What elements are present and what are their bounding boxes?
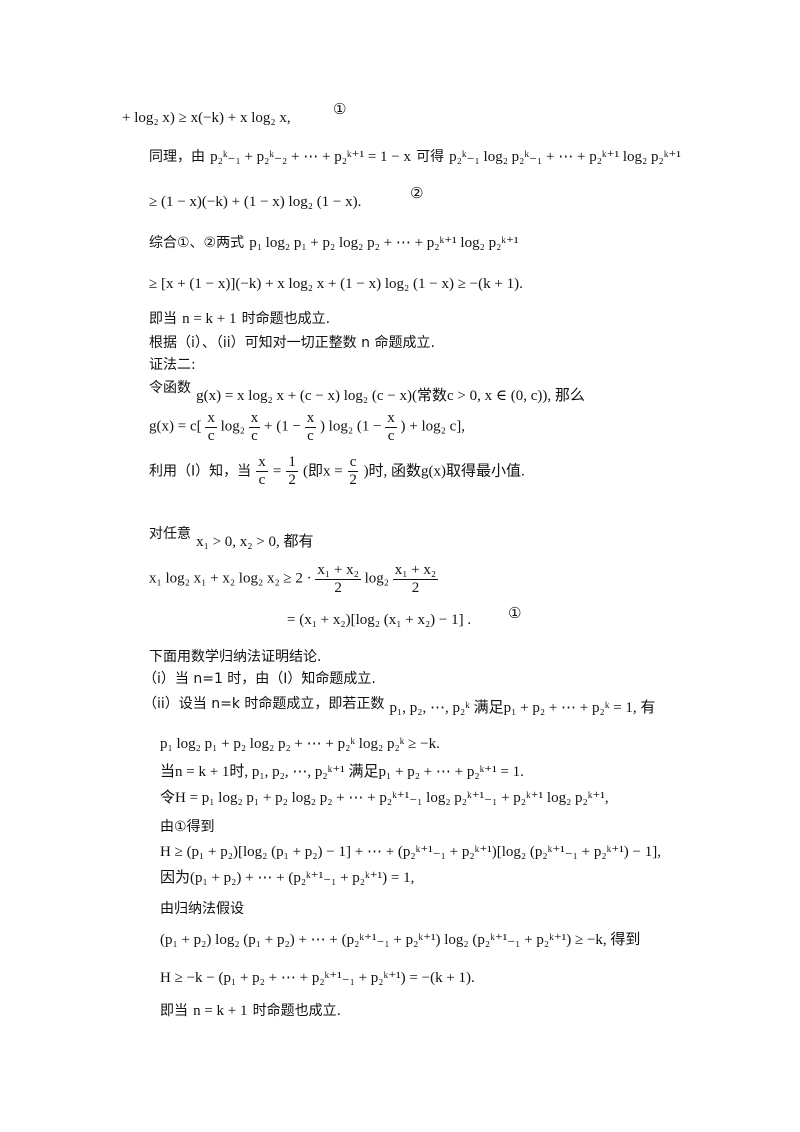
formula-g-def: g(x) = x log₂ x + (c − x) log₂ (c − x)(常… <box>196 388 585 404</box>
formula-n-eq: n = k + 1 <box>182 311 237 327</box>
formula-line-20: 令H = p₁ log₂ p₁ + p₂ log₂ p₂ + ⋯ + p₂ᵏ⁺¹… <box>160 790 609 806</box>
formula-part: x₁ log₂ x₁ + x₂ log₂ x₂ ≥ 2 · <box>149 570 312 587</box>
formula-n-eq: n = k + 1 <box>193 1003 248 1019</box>
text-chengli: 时命题也成立. <box>241 311 331 327</box>
formula-part: g(x) = c[ <box>149 418 202 435</box>
formula-line-14: = (x₁ + x₂)[log₂ (x₁ + x₂) − 1] . <box>287 612 471 629</box>
text-jidang: 即当 <box>149 311 177 327</box>
text-line-7: 根据（i）、（ii）可知对一切正整数 n 命题成立. <box>149 335 435 351</box>
text-linghanshu: 令函数 <box>149 380 191 396</box>
formula-line-2: 同理，由 p₂ᵏ₋₁ + p₂ᵏ₋₂ + ⋯ + p₂ᵏ⁺¹ = 1 − x 可… <box>149 146 681 166</box>
text-line-16: （i）当 n=1 时，由（I）知命题成立. <box>143 671 376 687</box>
text-line-24: 由归纳法假设 <box>160 901 244 917</box>
denominator: c <box>387 427 395 444</box>
circled-marker-2: ② <box>410 184 424 202</box>
formula-part: log₂ <box>364 570 389 587</box>
formula-line-25: (p₁ + p₂) log₂ (p₁ + p₂) + ⋯ + (p₂ᵏ⁺¹₋₁ … <box>160 932 641 948</box>
formula-line-26: H ≥ −k − (p₁ + p₂ + ⋯ + p₂ᵏ⁺¹₋₁ + p₂ᵏ⁺¹)… <box>160 970 475 986</box>
numerator: x₁ + x₂ <box>315 562 361 580</box>
formula-part: + (1 − <box>264 418 301 435</box>
numerator: 1 <box>286 454 298 472</box>
denominator: 2 <box>411 579 420 596</box>
numerator: x <box>205 410 217 428</box>
numerator: c <box>347 454 359 472</box>
formula-part: (即x = <box>302 463 343 480</box>
text-kede: 可得 <box>416 149 445 165</box>
denominator: c <box>307 427 314 444</box>
text-line-21: 由①得到 <box>160 819 215 835</box>
formula-part: ) + log₂ c], <box>400 418 466 435</box>
formula-line-27: 即当 n = k + 1 时命题也成立. <box>160 1000 341 1020</box>
denominator: 2 <box>349 471 357 488</box>
numerator: x <box>256 454 268 472</box>
formula-line-3: ≥ (1 − x)(−k) + (1 − x) log₂ (1 − x). <box>149 194 361 211</box>
denominator: 2 <box>334 579 342 596</box>
formula-line-17: （ii）设当 n=k 时命题成立，即若正数 p₁, p₂, ⋯, p₂ᵏ 满足p… <box>143 692 656 716</box>
formula-line-6: 即当 n = k + 1 时命题也成立. <box>149 308 330 328</box>
denominator: c <box>207 427 215 444</box>
text-renyi: 对任意 <box>149 526 191 542</box>
formula-line-9: 令函数 g(x) = x log₂ x + (c − x) log₂ (c − … <box>149 376 585 404</box>
formula-part: ) log₂ (1 − <box>319 418 382 435</box>
text-jidang: 即当 <box>160 1003 188 1019</box>
formula-line-1: + log₂ x) ≥ x(−k) + x log₂ x, <box>122 110 291 127</box>
formula-line-23: 因为(p₁ + p₂) + ⋯ + (p₂ᵏ⁺¹₋₁ + p₂ᵏ⁺¹) = 1, <box>160 870 415 886</box>
circled-marker-1b: ① <box>508 604 522 622</box>
formula-sum-p: p₂ᵏ₋₁ + p₂ᵏ₋₂ + ⋯ + p₂ᵏ⁺¹ = 1 − x <box>210 149 411 165</box>
denominator: 2 <box>288 471 296 488</box>
formula-line-19: 当n = k + 1时, p₁, p₂, ⋯, p₂ᵏ⁺¹ 满足p₁ + p₂ … <box>160 764 524 780</box>
formula-text: ≥ (1 − x)(−k) + (1 − x) log₂ (1 − x). <box>149 194 362 210</box>
formula-text: ≥ [x + (1 − x)](−k) + x log₂ x + (1 − x)… <box>149 276 523 292</box>
formula-sum-plog-all: p₁ log₂ p₁ + p₂ log₂ p₂ + ⋯ + p₂ᵏ⁺¹ log₂… <box>249 235 519 251</box>
text-line-15: 下面用数学归纳法证明结论. <box>149 649 322 665</box>
formula-line-4: 综合①、②两式 p₁ log₂ p₁ + p₂ log₂ p₂ + ⋯ + p₂… <box>149 232 518 252</box>
formula-line-18: p₁ log₂ p₁ + p₂ log₂ p₂ + ⋯ + p₂ᵏ log₂ p… <box>160 736 440 752</box>
text-liyong: 利用（Ⅰ）知，当 <box>149 463 252 480</box>
numerator: x₁ + x₂ <box>392 562 439 580</box>
formula-part: log₂ <box>220 418 246 435</box>
formula-part: )时, 函数g(x)取得最小值. <box>363 463 525 480</box>
formula-p-sum: p₁, p₂, ⋯, p₂ᵏ 满足p₁ + p₂ + ⋯ + p₂ᵏ = 1, … <box>389 700 656 716</box>
text-tongli: 同理，由 <box>149 149 205 165</box>
formula-line-12: 对任意 x₁ > 0, x₂ > 0, 都有 <box>149 522 313 550</box>
formula-text: = (x₁ + x₂)[log₂ (x₁ + x₂) − 1] . <box>287 612 472 628</box>
formula-x-positive: x₁ > 0, x₂ > 0, 都有 <box>196 534 314 550</box>
circled-marker-1: ① <box>333 100 347 118</box>
text-chengli: 时命题也成立. <box>252 1003 342 1019</box>
formula-line-22: H ≥ (p₁ + p₂)[log₂ (p₁ + p₂) − 1] + ⋯ + … <box>160 844 661 860</box>
denominator: c <box>258 471 266 488</box>
text-line-8: 证法二: <box>149 357 196 373</box>
numerator: x <box>385 410 397 428</box>
formula-text: + log₂ x) ≥ x(−k) + x log₂ x, <box>122 110 291 126</box>
denominator: c <box>251 427 258 444</box>
formula-sum-plog: p₂ᵏ₋₁ log₂ p₂ᵏ₋₁ + ⋯ + p₂ᵏ⁺¹ log₂ p₂ᵏ⁺¹ <box>449 149 681 165</box>
text-zonghe: 综合①、②两式 <box>149 235 245 251</box>
text-shedang: （ii）设当 n=k 时命题成立，即若正数 <box>143 696 385 712</box>
numerator: x <box>304 410 317 428</box>
numerator: x <box>248 410 261 428</box>
formula-line-5: ≥ [x + (1 − x)](−k) + x log₂ x + (1 − x)… <box>149 276 523 293</box>
